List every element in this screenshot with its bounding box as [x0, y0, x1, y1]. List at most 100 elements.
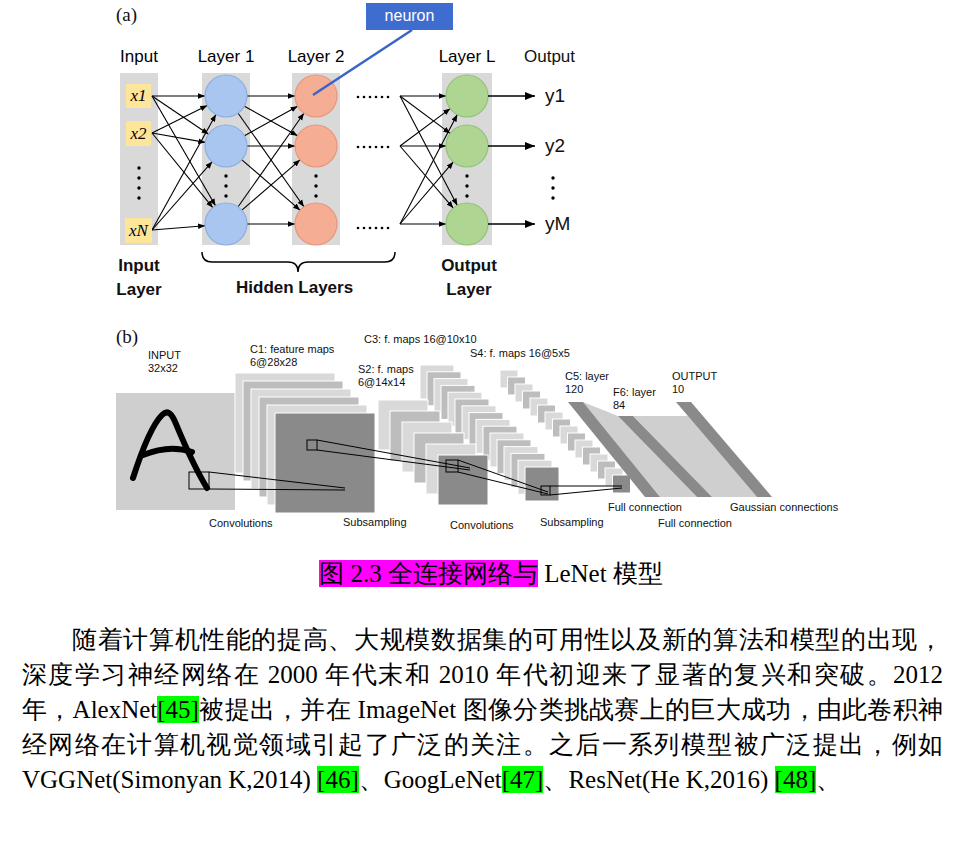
ellipsis-dots — [224, 194, 227, 197]
body-paragraph: 随着计算机性能的提高、大规模数据集的可用性以及新的算法和模型的出现，深度学习神经… — [22, 622, 943, 797]
input-image — [116, 393, 235, 510]
ellipsis-dots — [137, 96, 554, 230]
receptive-field — [446, 460, 458, 472]
ellipsis-dots — [465, 184, 468, 187]
label-slot: Gaussian connections — [730, 501, 838, 514]
ellipsis-dots — [137, 176, 140, 179]
layer-band: Layer 1 — [202, 73, 250, 245]
connection-line — [238, 113, 304, 207]
output-arrow — [488, 96, 535, 224]
connection-line — [152, 95, 205, 96]
column-title: Output — [524, 47, 575, 67]
group-label: Hidden Layers — [236, 278, 353, 298]
receptive-field — [209, 472, 345, 488]
receptive-field — [550, 486, 622, 487]
label-slot: INPUT 32x32 — [148, 349, 193, 375]
connection-line — [152, 105, 207, 133]
ellipsis-dots — [357, 96, 360, 99]
text-slot: neuron — [366, 3, 453, 30]
receptive-field — [317, 440, 470, 468]
label-slot: yM — [545, 212, 570, 235]
connection-line — [400, 95, 446, 96]
layer-band-fill — [292, 73, 340, 245]
receptive-field — [458, 460, 548, 492]
label-slot: y1 — [545, 84, 565, 107]
input-symbol: xN — [129, 221, 148, 241]
text-slot: xN — [125, 218, 152, 243]
receptive-field — [307, 440, 317, 450]
label-slot: C3: f. maps 16@10x10 — [364, 333, 477, 346]
layer-label: C1: feature maps 6@28x28 — [250, 343, 360, 369]
layer-strip — [568, 402, 772, 497]
group-label: Input Layer — [108, 254, 170, 302]
neuron-circle — [295, 203, 337, 245]
operation-label: Convolutions — [450, 519, 514, 532]
label-slot: Convolutions — [209, 517, 273, 530]
label-slot: Subsampling — [343, 516, 407, 529]
ellipsis-dots — [381, 96, 384, 99]
handwritten-letter — [133, 412, 207, 488]
operation-label: Gaussian connections — [730, 501, 838, 514]
layer-label: F6: layer 84 — [613, 386, 669, 412]
output-symbol: y2 — [545, 134, 565, 157]
operation-label: Subsampling — [540, 516, 604, 529]
label-slot: Full connection — [658, 517, 732, 530]
layer-title: Layer L — [439, 47, 496, 67]
caption-slot: 图 2.3 全连接网络与 LeNet 模型 — [10, 558, 972, 590]
layer-label: C3: f. maps 16@10x10 — [364, 333, 477, 346]
ellipsis-dots — [224, 174, 227, 177]
ellipsis-dots — [314, 194, 317, 197]
ellipsis-dots — [465, 194, 468, 197]
operation-label: Convolutions — [209, 517, 273, 530]
title-slot: Layer 1 — [198, 47, 255, 67]
layer-band: Layer L — [442, 73, 492, 245]
input-symbol: x1 — [130, 86, 146, 106]
ellipsis-dots — [381, 227, 384, 230]
handwritten-letter — [133, 412, 207, 488]
label-slot: y2 — [545, 134, 565, 157]
connection-line — [238, 113, 304, 207]
ellipsis-dots — [375, 146, 378, 149]
label-slot: Output Layer — [432, 254, 506, 302]
neuron-circle — [446, 75, 488, 117]
label-slot: S2: f. maps 6@14x14 — [358, 363, 424, 389]
ellipsis-dots — [375, 227, 378, 230]
neuron-circle — [205, 203, 247, 245]
feature-map-stack — [378, 400, 488, 505]
connection-line — [247, 223, 295, 224]
input-symbol: x2 — [130, 124, 146, 144]
connection-line — [152, 133, 213, 208]
input-box: xN — [125, 218, 152, 243]
output-symbol: y1 — [545, 84, 565, 107]
neuron-circle — [205, 75, 247, 117]
label-slot: C1: feature maps 6@28x28 — [250, 343, 360, 369]
layer-band-fill — [120, 73, 158, 245]
connection-line — [247, 145, 295, 146]
layer-title: Layer 2 — [288, 47, 345, 67]
connection-line — [400, 109, 450, 146]
ellipsis-dots — [551, 196, 554, 199]
label-slot: S4: f. maps 16@5x5 — [470, 347, 570, 360]
connection-line — [152, 114, 216, 230]
ellipsis-dots — [387, 146, 390, 149]
ellipsis-dots — [375, 96, 378, 99]
ellipsis-dots — [314, 184, 317, 187]
neuron-circle — [205, 75, 488, 245]
panel-letter: (b) — [116, 325, 138, 348]
ellipsis-dots — [551, 176, 554, 179]
label-slot: Convolutions — [450, 519, 514, 532]
layer-label: OUTPUT 10 — [672, 370, 724, 396]
layer-band-fill — [120, 73, 492, 245]
connection-line — [400, 162, 453, 224]
neuron-circle — [446, 203, 488, 245]
text-slot: x1 — [126, 84, 151, 108]
layer-label: S4: f. maps 16@5x5 — [470, 347, 570, 360]
operation-label: Subsampling — [343, 516, 407, 529]
output-symbol: yM — [545, 212, 570, 235]
label-slot: OUTPUT 10 — [672, 370, 724, 396]
layer-strip — [568, 402, 660, 497]
label-slot: (b) — [116, 325, 138, 348]
ellipsis-dots — [369, 96, 372, 99]
layer-strip — [676, 402, 772, 497]
